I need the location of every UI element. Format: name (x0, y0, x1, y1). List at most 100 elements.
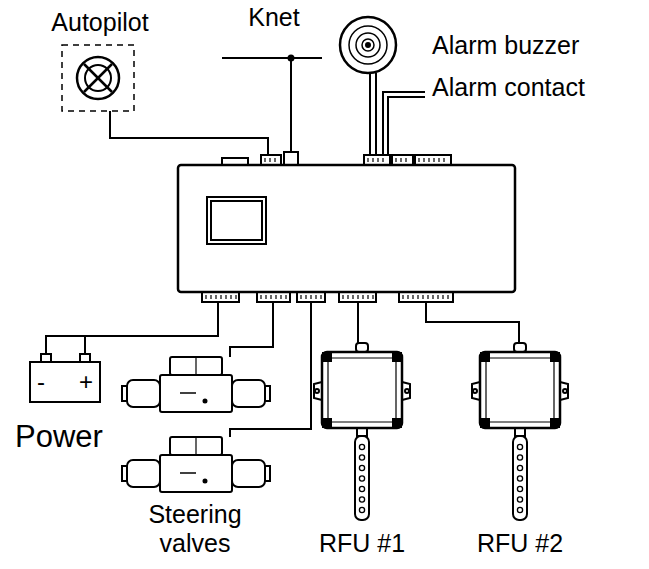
pin-mark (285, 295, 286, 299)
lug-hole (315, 389, 319, 393)
pin-mark (215, 295, 216, 299)
valve-pilot (170, 437, 222, 455)
pin-mark (230, 295, 231, 299)
pin-mark (443, 158, 444, 162)
solenoid-valve (122, 437, 270, 492)
valve-symbol (180, 392, 196, 394)
arm-hole (359, 507, 364, 512)
buzzer-wire (375, 73, 377, 155)
pin-mark (377, 158, 378, 162)
rfu-lug (402, 382, 410, 400)
pin-mark (265, 295, 266, 299)
pin-mark (437, 295, 438, 299)
rfu-lug (560, 382, 568, 400)
valve-symbol (204, 480, 207, 483)
rfu-arm (355, 436, 369, 520)
rfu-unit (314, 343, 410, 520)
valve-cable (230, 302, 311, 437)
terminal-block (202, 292, 239, 302)
terminal-block (257, 292, 290, 302)
pin-mark (395, 158, 396, 162)
autopilot-outline (62, 45, 134, 111)
valve-solenoid (127, 460, 160, 487)
arm-hole (517, 486, 522, 491)
pin-mark (442, 295, 443, 299)
pin-mark (372, 295, 373, 299)
component-label: Autopilot (10, 8, 190, 36)
battery-body (30, 362, 100, 402)
alarm-contact-wire (383, 92, 425, 155)
pin-mark (342, 295, 343, 299)
valve-solenoid (232, 380, 265, 407)
pin-mark (438, 158, 439, 162)
lug-hole (405, 389, 409, 393)
valve-solenoid (127, 380, 160, 407)
rfu-screw (393, 353, 401, 361)
terminal-block (261, 155, 281, 165)
annotation-label: Alarm contact (432, 73, 585, 102)
solenoid-cap (265, 386, 270, 401)
arm-hole (517, 465, 522, 470)
power-cable (46, 302, 218, 354)
pin-mark (417, 295, 418, 299)
pin-mark (220, 295, 221, 299)
pin-mark (432, 295, 433, 299)
arm-hole (359, 497, 364, 502)
rfu-screw (551, 353, 559, 361)
arm-hole (517, 497, 522, 502)
rfu-arm (513, 436, 527, 520)
arm-hole (359, 455, 364, 460)
arm-hole (359, 444, 364, 449)
component-label: Power (15, 420, 103, 454)
rfu-screw (481, 419, 489, 427)
valve-symbol (204, 400, 207, 403)
pin-mark (447, 295, 448, 299)
knet-bus-line (222, 57, 322, 59)
buzzer-housing (340, 17, 396, 73)
pin-mark (423, 158, 424, 162)
pin-mark (320, 295, 321, 299)
rfu-unit (472, 343, 568, 520)
annotation-label: Steering valves (120, 500, 270, 558)
component-node: -+Power (5, 362, 120, 457)
pin-mark (225, 295, 226, 299)
component-label: RFU #2 (470, 529, 570, 557)
pin-mark (367, 295, 368, 299)
autopilot-cable (110, 111, 268, 155)
pin-mark (382, 158, 383, 162)
pin-mark (260, 295, 261, 299)
buzzer-wire (369, 73, 371, 155)
pin-mark (347, 295, 348, 299)
alarm-contact-wire (388, 97, 425, 155)
arm-hole (517, 455, 522, 460)
component-node: RFU #1 (312, 525, 412, 561)
rfu-cable (426, 302, 519, 343)
rfu-screw (323, 419, 331, 427)
rudder-feedback-units (314, 343, 568, 520)
terminal-pins (206, 158, 448, 299)
top-slot (222, 158, 248, 165)
pin-mark (362, 295, 363, 299)
pin-mark (269, 158, 270, 162)
component-node: RFU #2 (470, 525, 570, 561)
pin-mark (427, 295, 428, 299)
pin-mark (275, 295, 276, 299)
valve-seam (195, 357, 196, 375)
pin-mark (367, 158, 368, 162)
pin-mark (357, 295, 358, 299)
rfu-screw (393, 419, 401, 427)
component-node: Alarm buzzer (425, 28, 645, 62)
rfu-box (480, 352, 560, 428)
valve-cable (230, 302, 273, 357)
component-label: RFU #1 (312, 529, 412, 557)
rfu-box (322, 352, 402, 428)
buzzer-ring (362, 39, 374, 51)
buzzer-center (366, 43, 370, 47)
arm-hole (517, 507, 522, 512)
terminal-block (339, 292, 376, 302)
solenoid-valve (122, 357, 270, 412)
cable-gland (284, 152, 298, 165)
pin-mark (402, 295, 403, 299)
arm-hole (517, 444, 522, 449)
pin-mark (400, 158, 401, 162)
